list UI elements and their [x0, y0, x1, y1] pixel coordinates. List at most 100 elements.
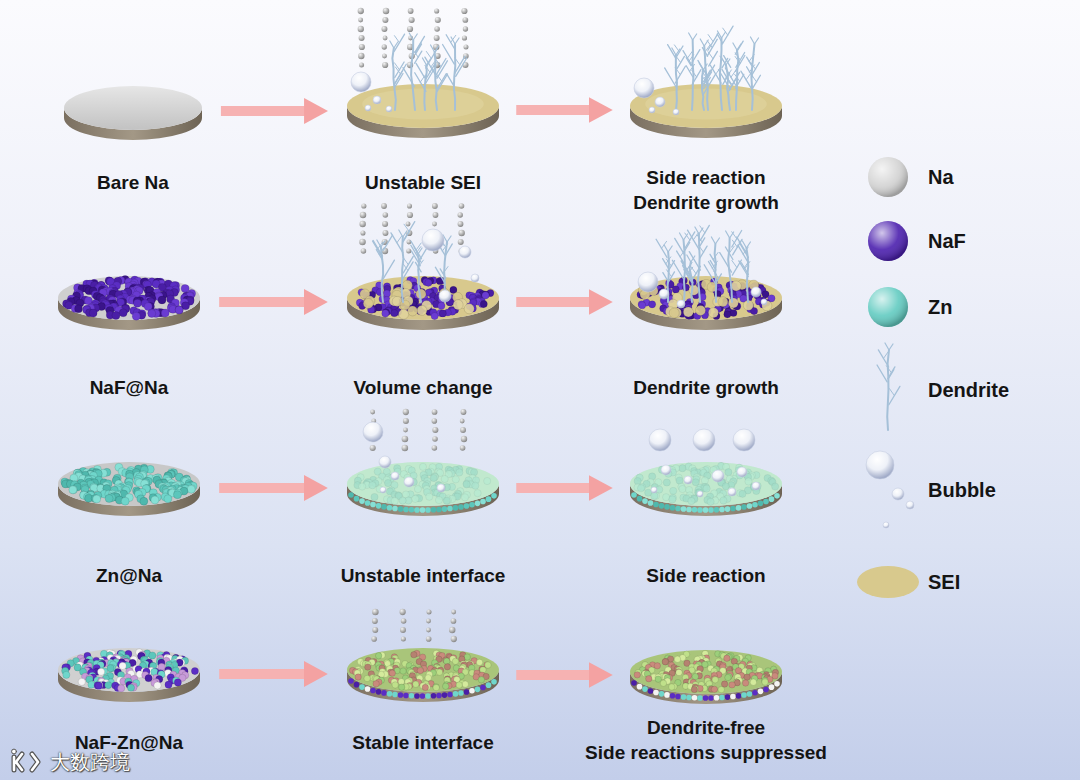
illustration-part: [58, 462, 200, 506]
illustration-part: [750, 37, 758, 44]
anode-illustration: [345, 458, 501, 518]
illustration-part: [404, 224, 409, 231]
illustration-part: [675, 68, 680, 75]
illustration-part: [630, 650, 782, 694]
illustration-part: [889, 389, 894, 396]
illustration-part: [887, 350, 889, 430]
label-line: Dendrite-free: [579, 715, 833, 740]
illustration-part: [675, 506, 681, 512]
illustration-part: [739, 261, 748, 277]
illustration-part: [399, 684, 405, 690]
illustration-part: [443, 35, 467, 110]
illustration-part: [442, 506, 448, 512]
illustration-part: [664, 245, 672, 252]
illustration-part: [417, 305, 427, 315]
illustration-part: [397, 236, 402, 243]
illustration-part: [639, 302, 646, 309]
illustration-part: [358, 18, 363, 23]
illustration-part: [675, 669, 681, 675]
illustration-part: [14, 754, 38, 770]
process-arrow: [221, 106, 306, 116]
illustration-part: [707, 41, 712, 48]
illustration-part: [432, 222, 437, 227]
anode-stage: Unstable interface: [345, 458, 501, 518]
illustration-part: [703, 507, 709, 513]
illustration-part: [691, 267, 696, 274]
illustration-part: [462, 35, 467, 40]
illustration-part: [370, 502, 376, 508]
illustration-part: [736, 693, 742, 699]
illustration-part: [653, 502, 659, 508]
illustration-part: [868, 287, 908, 327]
illustration-part: [730, 506, 736, 512]
illustration-part: [741, 71, 751, 88]
illustration-part: [698, 33, 718, 110]
illustration-part: [475, 501, 481, 507]
illustration-part: [365, 664, 371, 670]
illustration-part: [424, 65, 426, 110]
label-line: NaF@Na: [29, 375, 229, 400]
illustration-part: [387, 505, 393, 511]
illustration-part: [637, 684, 643, 690]
illustration-part: [370, 688, 376, 694]
illustration-part: [158, 296, 166, 304]
illustration-part: [432, 427, 438, 433]
illustration-part: [654, 663, 660, 669]
illustration-part: [638, 301, 645, 308]
illustration-part: [675, 694, 681, 700]
illustration-part: [724, 73, 729, 80]
illustration-part: [741, 37, 761, 110]
illustration-part: [648, 500, 654, 506]
illustration-part: [714, 695, 720, 701]
illustration-part: [394, 36, 399, 43]
illustration-part: [708, 507, 714, 513]
illustration-part: [174, 679, 181, 686]
illustration-part: [417, 667, 423, 673]
illustration-part: [403, 33, 424, 110]
illustration-part: [747, 691, 753, 697]
anode-stage: Side reaction: [628, 458, 784, 518]
illustration-part: [724, 311, 731, 318]
illustration-part: [645, 89, 767, 120]
illustration-part: [365, 105, 371, 111]
illustration-part: [425, 693, 431, 699]
illustration-part: [398, 692, 404, 698]
illustration-part: [395, 67, 400, 74]
illustration-part: [154, 682, 161, 689]
illustration-part: [486, 682, 492, 688]
illustration-part: [383, 260, 394, 278]
illustration-part: [365, 500, 371, 506]
illustration-part: [403, 418, 409, 424]
illustration-part: [729, 682, 735, 688]
illustration-part: [118, 685, 125, 692]
illustration-part: [769, 684, 775, 690]
illustration-part: [140, 497, 148, 505]
illustration-part: [464, 304, 474, 314]
illustration-part: [486, 496, 492, 502]
illustration-part: [686, 507, 692, 513]
illustration-part: [391, 472, 399, 480]
illustration-part: [476, 659, 482, 665]
illustration-part: [664, 692, 670, 698]
illustration-part: [188, 485, 196, 493]
illustration-part: [436, 60, 441, 67]
illustration-part: [688, 230, 700, 249]
illustration-part: [359, 684, 365, 690]
illustration-part: [432, 436, 438, 442]
illustration-part: [681, 506, 687, 512]
illustration-part: [697, 491, 703, 497]
illustration-part: [347, 8, 499, 138]
illustration-part: [436, 507, 442, 513]
illustration-part: [719, 70, 731, 90]
illustration-part: [433, 684, 439, 690]
illustration-part: [432, 445, 438, 451]
process-arrow: [219, 483, 306, 493]
illustration-part: [692, 673, 698, 679]
legend-symbol: [850, 157, 926, 197]
illustration-part: [735, 41, 743, 54]
label-line: Side reaction: [606, 563, 806, 588]
illustration-part: [402, 436, 409, 443]
illustration-part: [133, 299, 141, 307]
illustration-part: [411, 241, 422, 259]
illustration-part: [105, 681, 112, 688]
